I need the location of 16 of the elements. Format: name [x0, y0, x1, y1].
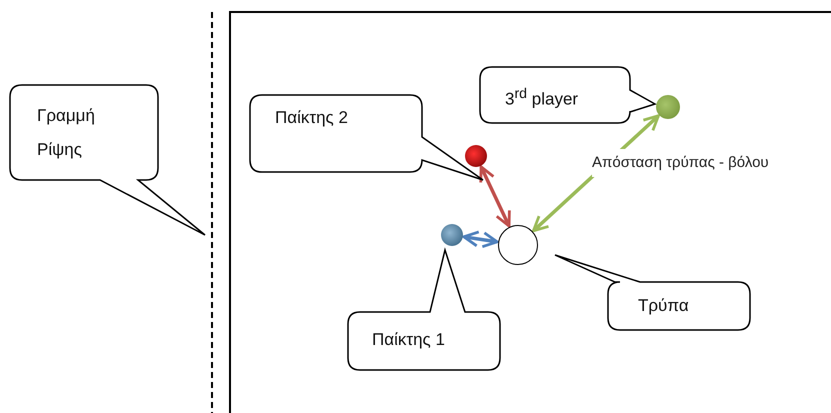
ball: [465, 145, 487, 167]
speech-bubble: [9, 84, 206, 236]
callout-text: 3$^{rd}$ player: [505, 85, 580, 111]
ball: [656, 95, 680, 119]
callout-text: Τρύπα: [638, 295, 690, 317]
speech-bubble: [479, 66, 656, 124]
double-arrow: [479, 165, 511, 228]
callout-text: Γραμμή Ρίψης: [37, 105, 96, 161]
callout-text: Παίκτης 2: [275, 107, 349, 129]
speech-bubble: [249, 94, 484, 181]
hole-circle: [498, 225, 538, 265]
speech-bubble: [554, 254, 751, 331]
double-arrow: [462, 230, 499, 248]
speech-bubble: [347, 249, 501, 371]
callout-text: Παίκτης 1: [372, 329, 446, 351]
ball: [441, 224, 463, 246]
